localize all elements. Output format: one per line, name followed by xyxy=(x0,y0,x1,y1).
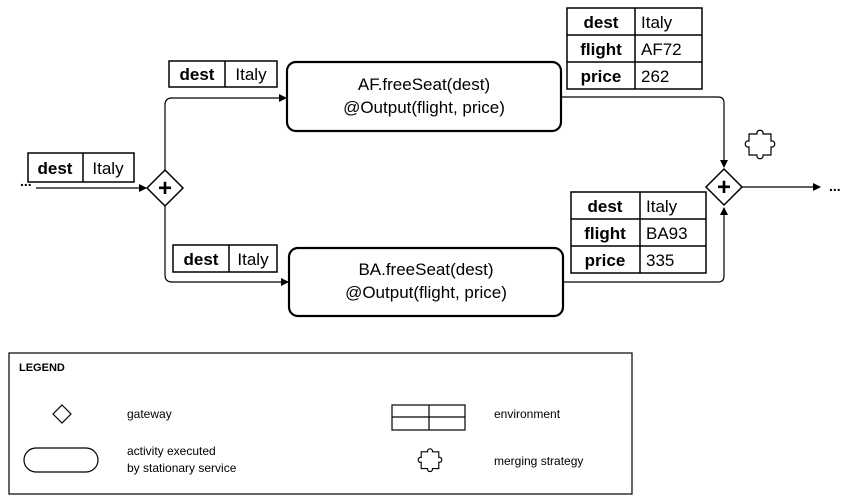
lower-output-environment-table: dest Italy flight BA93 price 335 xyxy=(570,191,707,274)
join-gateway: + xyxy=(704,167,744,207)
env-key: dest xyxy=(588,197,623,216)
lower-input-environment-table: dest Italy xyxy=(172,244,278,273)
split-gateway: + xyxy=(145,168,185,208)
lower-branch-flow xyxy=(164,206,289,286)
puzzle-piece-icon xyxy=(744,129,776,160)
lower-merge-flow xyxy=(563,207,728,283)
lower-activity: BA.freeSeat(dest) @Output(flight, price) xyxy=(287,246,565,318)
env-key: dest xyxy=(584,13,619,32)
activity-output: @Output(flight, price) xyxy=(343,98,505,117)
env-value: 262 xyxy=(641,67,669,86)
rounded-rectangle-icon xyxy=(23,447,99,473)
upper-merge-flow xyxy=(561,96,728,168)
activity-call: AF.freeSeat(dest) xyxy=(358,75,490,94)
puzzle-piece-icon xyxy=(417,448,443,473)
input-environment-table: dest Italy xyxy=(27,152,135,183)
env-key: dest xyxy=(38,159,73,178)
activity-output: @Output(flight, price) xyxy=(345,283,507,302)
table-icon xyxy=(391,404,466,431)
gateway-symbol: + xyxy=(717,174,731,201)
upper-branch-flow xyxy=(164,94,287,170)
legend-title: LEGEND xyxy=(19,362,65,374)
legend-environment-label: environment xyxy=(494,407,561,421)
legend-activity-label-line1: activity executed xyxy=(127,444,216,458)
env-value: BA93 xyxy=(646,224,688,243)
env-key: price xyxy=(585,251,626,270)
diamond-icon xyxy=(704,167,744,207)
env-key: dest xyxy=(184,250,219,269)
gateway-symbol: + xyxy=(158,175,172,202)
env-value: Italy xyxy=(646,197,678,216)
env-key: flight xyxy=(580,40,622,59)
env-value: AF72 xyxy=(641,40,682,59)
env-key: dest xyxy=(180,65,215,84)
env-value: Italy xyxy=(641,13,673,32)
env-value: Italy xyxy=(237,250,269,269)
legend-activity-label-line2: by stationary service xyxy=(127,461,237,475)
continuation-marks-left: ... xyxy=(20,173,32,189)
continuation-marks-right: ... xyxy=(829,178,841,194)
upper-activity: AF.freeSeat(dest) @Output(flight, price) xyxy=(285,60,563,133)
diamond-icon xyxy=(52,404,72,424)
legend-gateway-label: gateway xyxy=(127,407,172,421)
env-value: Italy xyxy=(235,65,267,84)
env-value: 335 xyxy=(646,251,674,270)
env-key: flight xyxy=(584,224,626,243)
upper-output-environment-table: dest Italy flight AF72 price 262 xyxy=(566,7,703,90)
activity-call: BA.freeSeat(dest) xyxy=(358,260,493,279)
legend-merging-label: merging strategy xyxy=(494,454,583,468)
env-value: Italy xyxy=(92,159,124,178)
upper-input-environment-table: dest Italy xyxy=(168,60,278,88)
env-key: price xyxy=(581,67,622,86)
legend: LEGEND gateway activity executed by stat… xyxy=(8,352,633,495)
